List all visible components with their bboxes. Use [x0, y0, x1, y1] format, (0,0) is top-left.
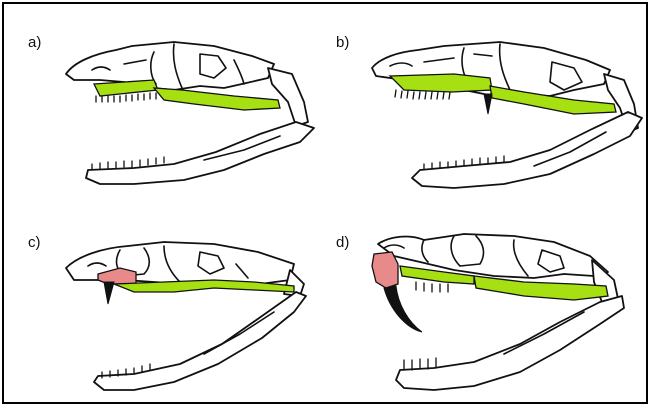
palate-bone	[390, 74, 492, 92]
panel-d: d)	[324, 204, 648, 404]
skull-drawing-b	[324, 4, 648, 204]
skull-drawing-a	[4, 4, 324, 204]
skull-drawing-c	[4, 204, 324, 404]
panel-a: a)	[4, 4, 324, 204]
panel-c: c)	[4, 204, 324, 404]
skull-drawing-d	[324, 204, 648, 404]
fang	[104, 282, 114, 304]
pterygoid-bone	[474, 276, 608, 300]
pterygoid-bone	[154, 88, 280, 110]
fang	[484, 94, 492, 114]
palate-bone	[94, 80, 158, 96]
figure-frame: a) b)	[2, 2, 648, 404]
maxilla-bone	[372, 252, 398, 288]
fang	[384, 286, 422, 332]
panel-b: b)	[324, 4, 648, 204]
